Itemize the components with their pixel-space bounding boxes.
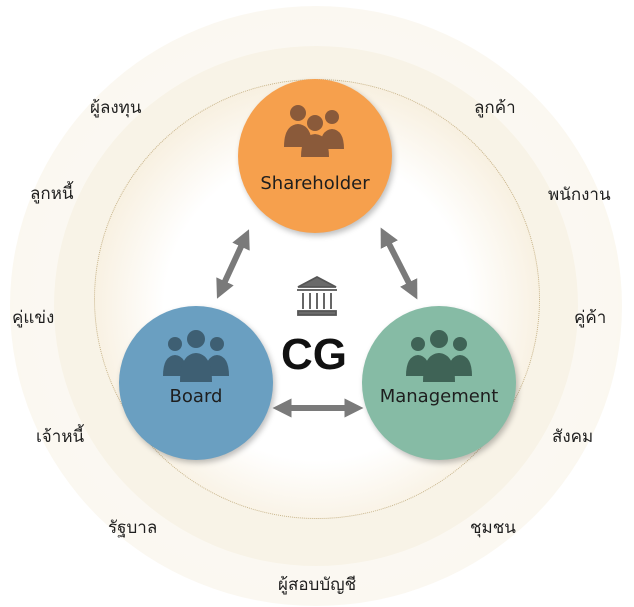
stakeholder-customers: ลูกค้า xyxy=(474,98,516,118)
stakeholder-auditors: ผู้สอบบัญชี xyxy=(278,575,357,595)
arrow-shareholder-management xyxy=(380,227,418,300)
stakeholder-society: สังคม xyxy=(552,427,594,447)
board-node: Board xyxy=(119,306,273,460)
stakeholder-government: รัฐบาล xyxy=(108,518,158,538)
stakeholder-investors: ผู้ลงทุน xyxy=(90,98,142,118)
shareholder-node: Shareholder xyxy=(238,79,392,233)
stakeholder-creditors: เจ้าหนี้ xyxy=(36,427,85,447)
people-group-icon xyxy=(406,330,472,382)
arrow-shareholder-board xyxy=(216,229,250,299)
stakeholder-partners: คู่ค้า xyxy=(574,308,607,328)
stakeholder-competitors: คู่แข่ง xyxy=(12,308,55,328)
management-label: Management xyxy=(379,386,499,407)
people-group-icon xyxy=(284,105,344,157)
stakeholder-employees: พนักงาน xyxy=(548,185,611,205)
stakeholder-debtors: ลูกหนี้ xyxy=(30,184,74,204)
people-group-icon xyxy=(163,330,229,382)
cg-label: CG xyxy=(281,330,347,379)
government-building-icon xyxy=(297,275,337,316)
management-node: Management xyxy=(362,306,516,460)
stakeholder-community: ชุมชน xyxy=(470,518,516,538)
board-label: Board xyxy=(169,386,223,407)
shareholder-label: Shareholder xyxy=(260,173,370,194)
